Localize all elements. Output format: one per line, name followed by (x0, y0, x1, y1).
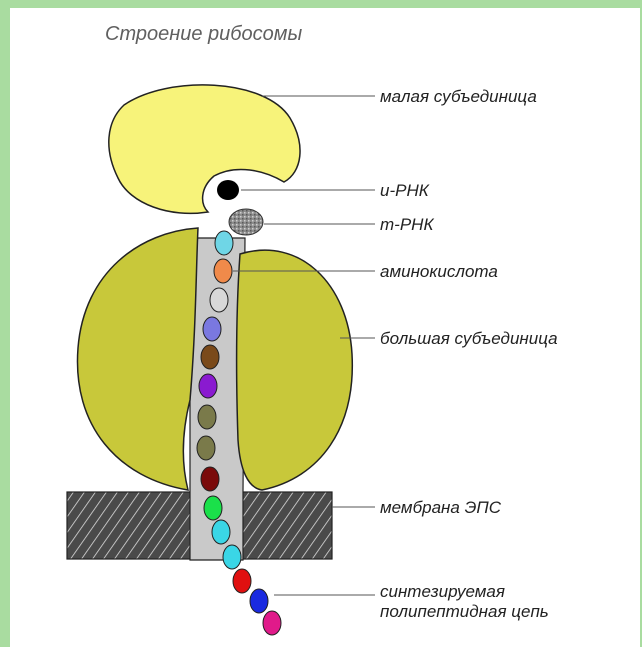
label-i-rnk: и-РНК (380, 181, 430, 200)
bead-3 (210, 288, 228, 312)
bead-5 (201, 345, 219, 369)
label-chain-line2: полипептидная цепь (380, 602, 549, 621)
label-membrane: мембрана ЭПС (380, 498, 502, 517)
t-rnk-blob (229, 209, 263, 235)
large-subunit-right (237, 250, 353, 490)
label-amino-acid: аминокислота (380, 262, 498, 281)
bead-14 (250, 589, 268, 613)
diagram-title: Строение рибосомы (105, 23, 303, 45)
bead-15 (263, 611, 281, 635)
large-subunit-left (77, 228, 198, 490)
bead-13 (233, 569, 251, 593)
label-chain-line1: синтезируемая (380, 582, 505, 601)
bead-12 (223, 545, 241, 569)
bead-4 (203, 317, 221, 341)
bead-7 (198, 405, 216, 429)
bead-9 (201, 467, 219, 491)
label-large-subunit: большая субъединица (380, 329, 558, 348)
label-small-subunit: малая субъединица (380, 87, 537, 106)
label-t-rnk: т-РНК (380, 215, 434, 234)
bead-6 (199, 374, 217, 398)
bead-10 (204, 496, 222, 520)
bead-8 (197, 436, 215, 460)
small-subunit (109, 85, 300, 213)
i-rnk-dot (217, 180, 239, 200)
bead-2 (214, 259, 232, 283)
bead-11 (212, 520, 230, 544)
bead-1 (215, 231, 233, 255)
